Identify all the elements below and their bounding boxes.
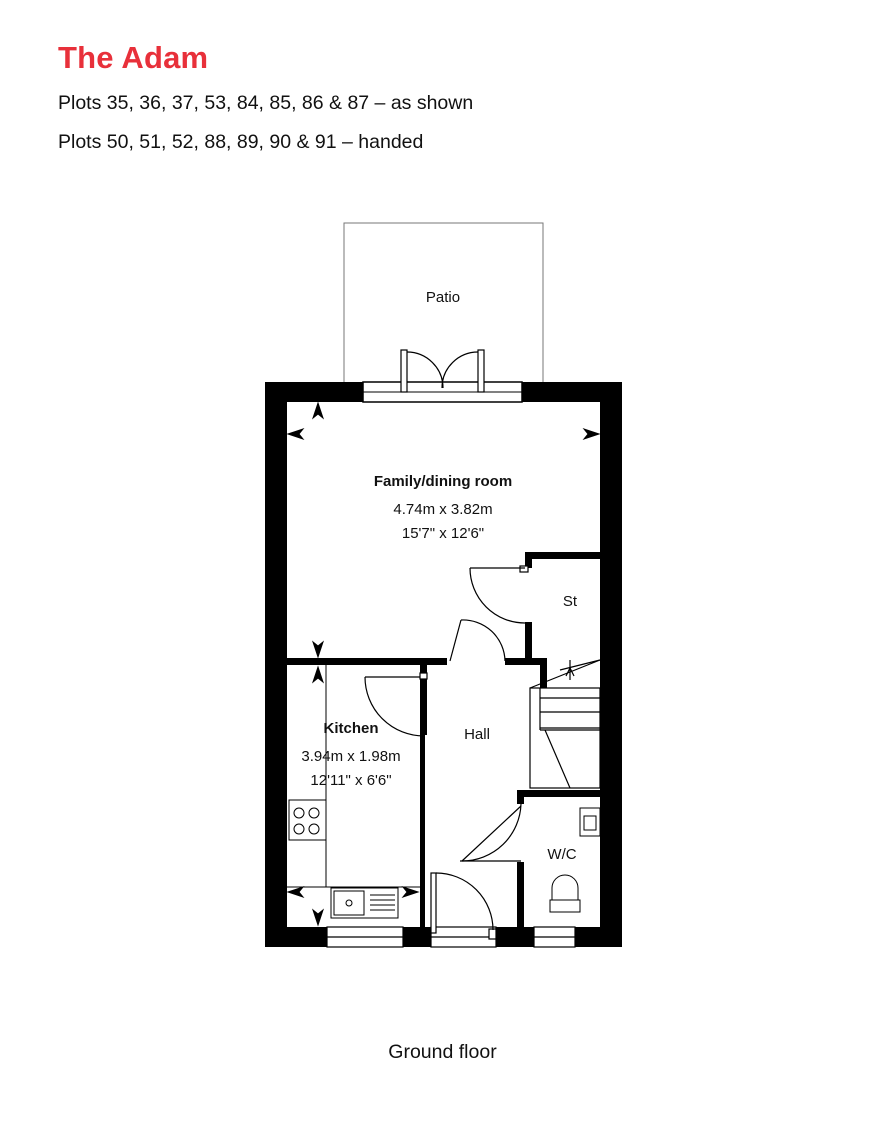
kitchen-imperial: 12'11" x 6'6" [310, 772, 391, 789]
kitchen-label: Kitchen [323, 720, 378, 737]
page-title: The Adam [58, 40, 209, 75]
patio-doors [362, 349, 523, 403]
kitchen-metric: 3.94m x 1.98m [301, 748, 400, 765]
store-label: St [563, 593, 578, 610]
outer-walls [265, 382, 622, 947]
windows [326, 926, 576, 948]
plots-handed: Plots 50, 51, 52, 88, 89, 90 & 91 – hand… [58, 131, 424, 153]
internal-walls [287, 552, 602, 927]
plots-as-shown: Plots 35, 36, 37, 53, 84, 85, 86 & 87 – … [58, 92, 474, 114]
internal-doors [364, 565, 529, 862]
staircase [529, 659, 601, 789]
hall-label: Hall [464, 726, 490, 743]
family-dining-label: Family/dining room [374, 473, 512, 490]
family-dining-imperial: 15'7" x 12'6" [402, 525, 484, 542]
family-dining-metric: 4.74m x 3.82m [393, 501, 492, 518]
wc-fittings [549, 807, 601, 913]
dimension-arrows [286, 401, 601, 927]
front-door [430, 872, 497, 948]
kitchen-fittings [287, 665, 420, 919]
patio-label: Patio [426, 289, 460, 306]
floor-caption: Ground floor [388, 1041, 497, 1063]
wc-label: W/C [547, 846, 576, 863]
